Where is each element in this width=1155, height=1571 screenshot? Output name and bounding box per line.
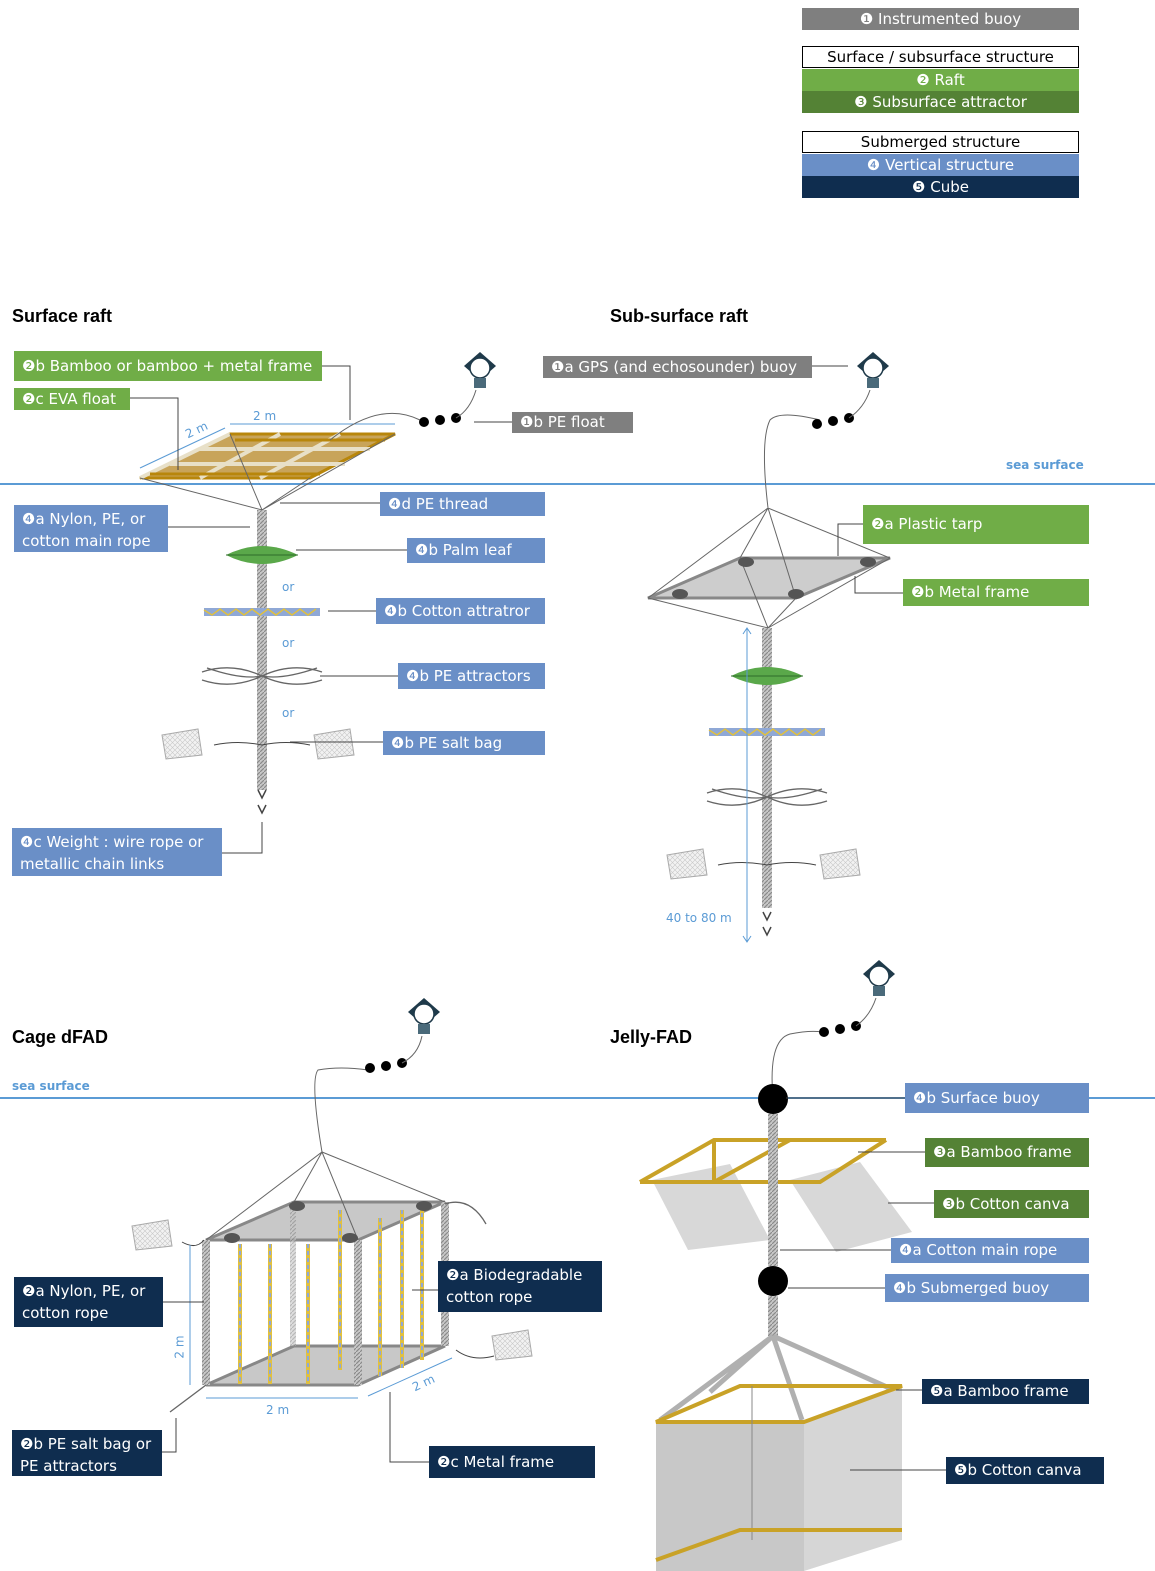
label-cotton-main-rope: ❹a Cotton main rope	[891, 1238, 1089, 1263]
title-jelly-fad: Jelly-FAD	[610, 1027, 693, 1047]
label-cube-cotton-canva: ❺b Cotton canva	[946, 1457, 1104, 1484]
label-cage-nylon-rope: ❷a Nylon, PE, or cotton rope	[14, 1277, 163, 1327]
or-label-2: or	[282, 636, 295, 650]
cube-bamboo-frame	[655, 1384, 903, 1424]
label-surface-buoy: ❹b Surface buoy	[905, 1083, 1089, 1113]
label-palm-leaf: ❹b Palm leaf	[407, 538, 545, 563]
label-cage-metal-frame: ❷c Metal frame	[429, 1446, 595, 1478]
salt-bag-left-icon-2	[666, 848, 708, 880]
dim-depth-range: 40 to 80 m	[666, 911, 732, 925]
subsurface-raft-drawing	[647, 351, 903, 943]
subsurface-canva-left	[652, 1164, 770, 1250]
subsurface-bamboo-frame	[639, 1138, 888, 1184]
dim-cage-height: 2 m	[172, 1335, 187, 1359]
dim-raft-width: 2 m	[253, 409, 277, 423]
legend-submerged-group-header: Submerged structure	[802, 131, 1079, 153]
label-gps-buoy: ❶a GPS (and echosounder) buoy	[543, 356, 812, 378]
label-bamboo-frame: ❷b Bamboo or bamboo + metal frame	[14, 351, 322, 381]
legend-raft: ❷ Raft	[802, 69, 1079, 91]
cage-top-frame	[205, 1200, 446, 1242]
label-pe-float: ❶b PE float	[512, 412, 633, 433]
label-subsurface-bamboo-frame: ❸a Bamboo frame	[925, 1138, 1089, 1167]
label-subsurface-cotton-canva: ❸b Cotton canva	[934, 1190, 1089, 1218]
gps-buoy-icon-4	[862, 959, 896, 997]
label-weight: ❹c Weight : wire rope or metallic chain …	[12, 828, 222, 876]
label-pe-salt-bag: ❹b PE salt bag	[383, 731, 545, 755]
or-label-3: or	[282, 706, 295, 720]
sea-surface-label-top: sea surface	[1006, 458, 1084, 472]
label-pe-thread: ❹d PE thread	[380, 492, 545, 516]
palm-leaf-icon-2	[730, 666, 804, 686]
sea-surface-label-bottom: sea surface	[12, 1079, 90, 1093]
label-main-rope: ❹a Nylon, PE, or cotton main rope	[14, 505, 168, 552]
gps-buoy-icon	[463, 351, 497, 389]
cube-canva-front	[656, 1422, 804, 1571]
label-submerged-buoy: ❹b Submerged buoy	[885, 1274, 1089, 1302]
label-eva-float: ❷c EVA float	[14, 388, 130, 410]
jelly-fad-drawing	[639, 959, 946, 1571]
cotton-attractor-icon	[203, 607, 321, 617]
main-rope-2	[762, 628, 772, 908]
legend-vertical-structure: ❹ Vertical structure	[802, 154, 1079, 176]
title-cage-dfad: Cage dFAD	[12, 1027, 109, 1047]
label-cotton-attractor: ❹b Cotton attratror	[376, 598, 545, 624]
label-biodegradable-rope: ❷a Biodegradable cotton rope	[438, 1261, 602, 1312]
title-subsurface-raft: Sub-surface raft	[610, 306, 749, 326]
cotton-attractor-icon-2	[708, 727, 826, 737]
legend-subsurface-attractor: ❸ Subsurface attractor	[802, 91, 1079, 113]
salt-bag-right-icon-2	[819, 848, 861, 880]
gps-buoy-icon-2	[856, 351, 890, 389]
surface-buoy-icon	[758, 1084, 788, 1114]
label-metal-frame: ❷b Metal frame	[903, 579, 1089, 606]
legend-surface-group-header: Surface / subsurface structure	[802, 46, 1079, 68]
salt-bag-right-icon	[313, 728, 355, 760]
dim-cage-width: 2 m	[266, 1403, 290, 1417]
title-surface-raft: Surface raft	[12, 306, 113, 326]
legend-cube: ❺ Cube	[802, 176, 1079, 198]
or-label-1: or	[282, 580, 295, 594]
label-cube-bamboo-frame: ❺a Bamboo frame	[922, 1379, 1089, 1404]
label-cage-salt-bag: ❷b PE salt bag or PE attractors	[12, 1430, 162, 1476]
gps-buoy-icon-3	[407, 997, 441, 1035]
main-rope	[257, 510, 267, 790]
legend-instrumented-buoy: ❶ Instrumented buoy	[802, 8, 1079, 30]
surface-raft-drawing	[0, 351, 1155, 854]
salt-bag-left-icon	[161, 728, 203, 760]
label-pe-attractors: ❹b PE attractors	[398, 663, 545, 689]
label-plastic-tarp: ❷a Plastic tarp	[863, 505, 1089, 544]
cage-salt-bag-right	[491, 1329, 533, 1361]
cage-salt-bag-left	[131, 1219, 173, 1251]
submerged-buoy-icon	[758, 1266, 788, 1296]
palm-leaf-icon	[225, 545, 299, 565]
cube-canva-side	[804, 1386, 902, 1571]
subsurface-canva-right	[790, 1162, 912, 1252]
